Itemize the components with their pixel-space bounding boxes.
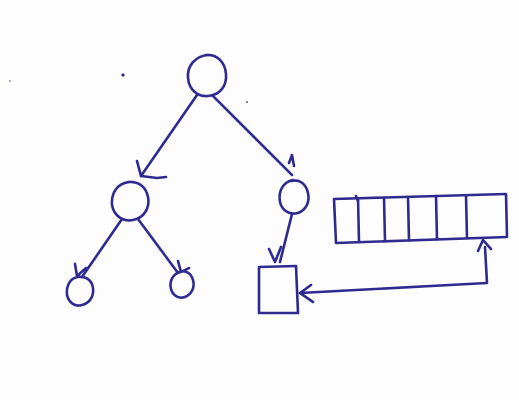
pointer-array-to-square-leaf [298, 245, 489, 295]
array-cell-dividers [356, 193, 469, 244]
edge-to-left-left-leaf [80, 217, 124, 279]
pointer-arrowhead-at-square [298, 283, 315, 304]
pointer-arrowhead-at-array [476, 238, 493, 253]
edge-to-square-leaf [278, 212, 294, 264]
array-cell-divider [382, 196, 387, 243]
tree-leaf-node [65, 275, 95, 307]
tree-right-child-node [278, 178, 310, 215]
array-dot-marker [354, 194, 360, 203]
ink-speck [9, 80, 11, 82]
arrowhead-left-child [135, 159, 168, 180]
ink-speck [121, 73, 125, 77]
arrowhead-right-child [287, 153, 296, 168]
array-cell-divider [434, 194, 439, 241]
tree-root-node [186, 53, 228, 98]
ink-speck [246, 101, 248, 103]
arrowhead-square-leaf [267, 245, 283, 264]
array-cell-divider [406, 195, 411, 242]
edge-to-left-right-leaf [136, 217, 180, 275]
tree-left-child-node [110, 180, 150, 222]
array-cell-divider [464, 193, 469, 240]
edge-root-to-left-child [139, 93, 199, 178]
edge-root-to-right-child [211, 94, 294, 177]
array-cell-divider [356, 197, 361, 244]
square-leaf-node [257, 264, 300, 315]
array-outline [332, 192, 509, 245]
tree-leaf-node [169, 270, 195, 299]
